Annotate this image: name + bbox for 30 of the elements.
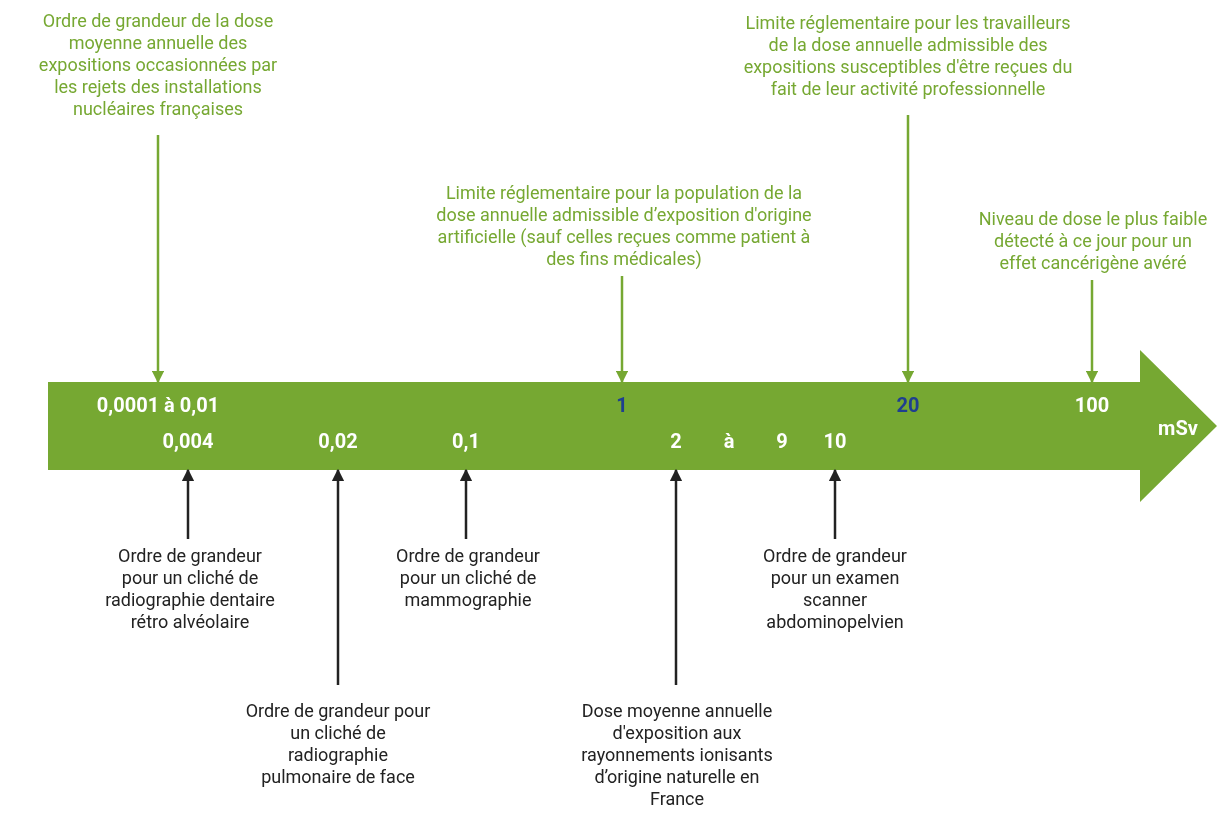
dose-value: 9 — [776, 429, 788, 453]
annotation-text: Limite réglementaire pour les travailleurs de la dose annuelle admissible des expositions susceptibles d'être reçues du fait de leur activité professionnelle — [738, 12, 1078, 100]
annotation-text: Ordre de grandeur pour un cliché de radiographie dentaire rétro alvéolaire — [100, 545, 280, 633]
unit-label: mSv — [1158, 416, 1198, 440]
arrow — [151, 135, 165, 384]
arrow — [1085, 280, 1099, 384]
dose-value: 100 — [1074, 393, 1110, 417]
annotation-text: Ordre de grandeur de la dose moyenne annuelle des expositions occasionnées par les rejets des installations nucléaires françaises — [33, 10, 283, 120]
arrow — [669, 468, 683, 685]
dose-value: 0,1 — [452, 429, 480, 453]
dose-value: 0,02 — [318, 429, 358, 453]
arrow — [615, 276, 629, 384]
annotation-text: Ordre de grandeur pour un examen scanner abdominopelvien — [750, 545, 920, 633]
arrow — [901, 115, 915, 384]
arrow — [459, 468, 473, 539]
dose-value: 2 — [670, 429, 682, 453]
annotation-text: Niveau de dose le plus faible détecté à ce jour pour un effet cancérigène avéré — [978, 208, 1208, 274]
arrow — [181, 468, 195, 539]
annotation-text: Limite réglementaire pour la population de la dose annuelle admissible d’exposition d'origine artificielle (sauf celles reçues comme patient à des fins médicales) — [429, 182, 819, 270]
dose-value: 0,004 — [162, 429, 214, 453]
dose-value: 0,0001 à 0,01 — [96, 393, 220, 417]
dose-value: 10 — [823, 429, 847, 453]
annotation-text: Ordre de grandeur pour un cliché de mammographie — [378, 545, 558, 611]
range-word: à — [723, 429, 735, 453]
dose-value: 20 — [896, 393, 920, 417]
annotation-text: Ordre de grandeur pour un cliché de radiographie pulmonaire de face — [243, 700, 433, 788]
annotation-text: Dose moyenne annuelle d'exposition aux rayonnements ionisants d’origine naturelle en France — [572, 700, 782, 810]
dose-value: 1 — [616, 393, 628, 417]
arrow — [828, 468, 842, 539]
arrow — [331, 468, 345, 685]
